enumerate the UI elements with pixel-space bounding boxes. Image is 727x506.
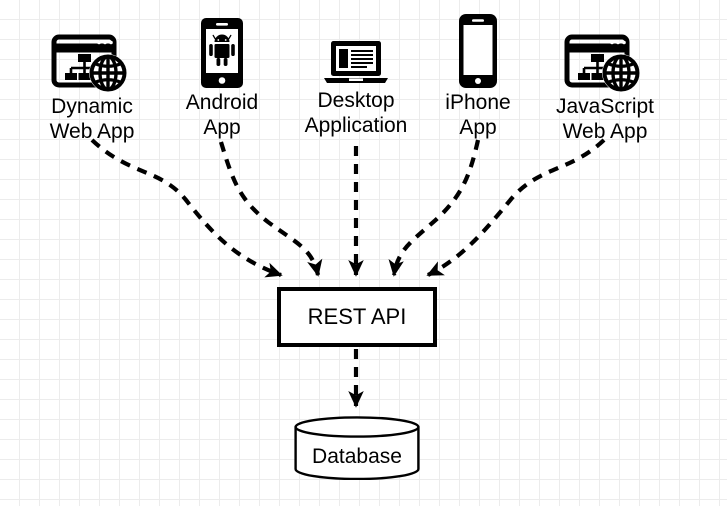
icon-container xyxy=(26,24,158,94)
edge-javascript-web-app-to-rest-api xyxy=(426,138,606,277)
database-cylinder-shape xyxy=(294,416,420,480)
edge-dynamic-web-app-to-rest-api xyxy=(90,138,283,278)
iphone-icon xyxy=(459,14,497,88)
node-android-app[interactable]: Android App xyxy=(172,12,272,140)
browser-globe-icon xyxy=(51,34,127,92)
node-iphone-app[interactable]: iPhone App xyxy=(428,8,528,140)
icon-container xyxy=(280,30,432,88)
edge-android-app-to-rest-api xyxy=(218,141,323,277)
node-database[interactable]: Database xyxy=(294,416,420,480)
icon-container xyxy=(532,24,678,94)
node-label: Desktop Application xyxy=(304,89,408,137)
node-dynamic-web-app[interactable]: Dynamic Web App xyxy=(26,24,158,144)
laptop-icon xyxy=(324,41,388,83)
edge-iphone-app-to-rest-api xyxy=(388,139,481,277)
node-label: Android App xyxy=(185,91,259,139)
browser-globe-icon xyxy=(564,34,640,92)
android-phone-icon xyxy=(201,18,243,88)
database-label: Database xyxy=(312,445,402,468)
node-label: JavaScript Web App xyxy=(555,95,655,143)
icon-container xyxy=(428,8,528,90)
node-rest-api[interactable]: REST API xyxy=(277,287,437,347)
node-desktop-application[interactable]: Desktop Application xyxy=(280,30,432,138)
icon-container xyxy=(172,12,272,90)
node-javascript-web-app[interactable]: JavaScript Web App xyxy=(532,24,678,144)
rest-api-label: REST API xyxy=(307,304,407,329)
node-label: Dynamic Web App xyxy=(49,95,135,143)
node-label: iPhone App xyxy=(445,91,511,139)
